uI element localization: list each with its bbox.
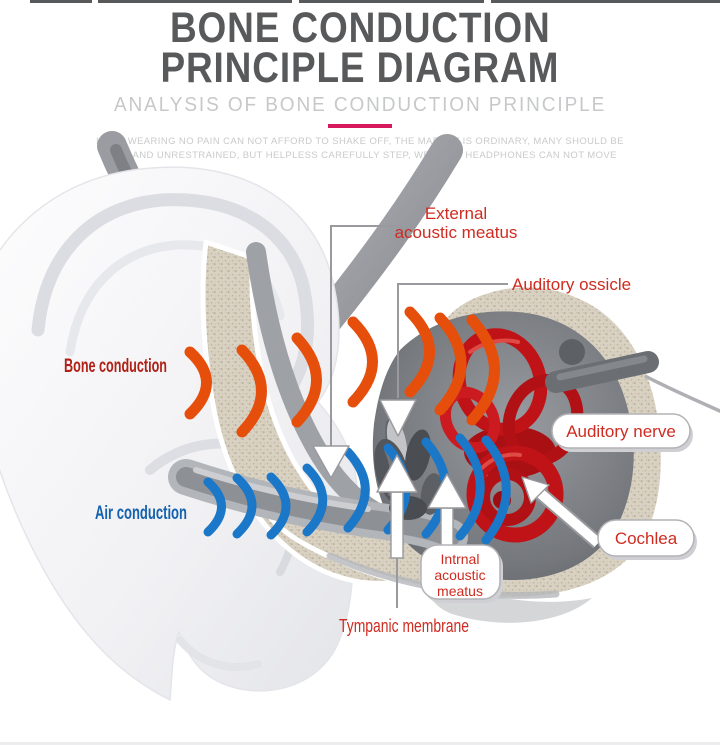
label-bone-conduction: Bone conduction (64, 356, 167, 377)
page-subtitle: ANALYSIS OF BONE CONDUCTION PRINCIPLE (113, 93, 607, 116)
cropped-top-edge (0, 0, 720, 3)
arrow-tympanic-shaft (390, 491, 404, 559)
tagline-line1: LONG WEARING NO PAIN CAN NOT AFFORD TO S… (96, 135, 624, 147)
callout-bubbles (420, 413, 697, 603)
label-internal-meatus-line2: acoustic (434, 567, 485, 583)
auditory-nerve-bubble (551, 413, 691, 449)
arrow-tympanic-head (376, 454, 418, 493)
cochlea-bubble (597, 519, 695, 557)
arrow-internal-head (427, 473, 467, 509)
arrow-internal-shaft (440, 507, 454, 547)
arrow-cochlea-head (521, 476, 550, 504)
internal-meatus-box (420, 544, 501, 600)
page-title-line2: PRINCIPLE DIAGRAM (160, 43, 560, 92)
cropped-bottom-edge (0, 742, 720, 745)
accent-underline (328, 123, 392, 128)
tagline: LONG WEARING NO PAIN CAN NOT AFFORD TO S… (96, 135, 624, 163)
label-internal-meatus-line3: meatus (437, 583, 483, 599)
bone-conduction-waves (184, 306, 500, 438)
header: BONE CONDUCTION PRINCIPLE DIAGRAM ANALYS… (0, 4, 720, 163)
arrow-auditory-ossicle (379, 399, 417, 437)
label-auditory-nerve: Auditory nerve (566, 422, 676, 441)
diagram-labels: Bone conduction Air conduction External … (64, 204, 678, 636)
label-external-meatus-line1: External (425, 204, 487, 223)
label-air-conduction: Air conduction (95, 503, 187, 524)
label-internal-meatus-line1: Intrnal (441, 551, 480, 567)
label-external-meatus-line2: acoustic meatus (395, 223, 518, 242)
page-title-line1: BONE CONDUCTION (169, 4, 551, 52)
label-cochlea: Cochlea (615, 529, 678, 548)
arrow-external-meatus (312, 445, 350, 479)
pointer-arrows (312, 399, 603, 559)
label-tympanic-membrane: Tympanic membrane (339, 616, 469, 636)
tagline-line2: FREE AND UNRESTRAINED, BUT HELPLESS CARE… (103, 149, 617, 161)
auditory-nerve-illustration (545, 339, 720, 414)
label-auditory-ossicle: Auditory ossicle (512, 275, 631, 294)
leader-lines (330, 225, 508, 608)
